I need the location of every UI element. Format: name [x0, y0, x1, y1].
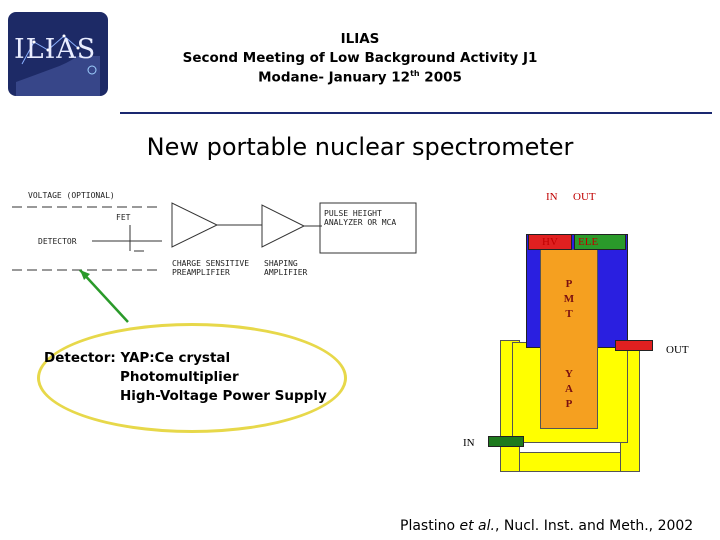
detector-line-3: High-Voltage Power Supply [120, 388, 327, 404]
ele-connector [574, 234, 626, 250]
schematic-label-pha: PULSE HEIGHT ANALYZER OR MCA [324, 209, 397, 227]
pmt-letter: P [565, 278, 573, 290]
in-top-label: IN [546, 191, 558, 203]
yap-label: Y A P [559, 367, 579, 412]
citation: Plastino et al., Nucl. Inst. and Meth., … [400, 518, 693, 534]
header-date: Modane- January 12 [258, 69, 411, 86]
citation-rest: , Nucl. Inst. and Meth., 2002 [494, 518, 694, 534]
schematic-label-shaping: SHAPING AMPLIFIER [264, 259, 308, 277]
yap-letter: Y [565, 368, 573, 380]
schematic-label-detector: DETECTOR [38, 237, 77, 246]
block-schematic: VOLTAGE (OPTIONAL) FET DETECTOR CHARGE S… [12, 185, 422, 280]
ele-label: ELE [578, 236, 599, 248]
schematic-label-fet: FET [116, 213, 131, 222]
detector-line-1: Detector: YAP:Ce crystal [44, 350, 231, 366]
header-line-3: Modane- January 12th 2005 [140, 69, 580, 86]
out-connector [615, 340, 653, 351]
header-date-sup: th [410, 69, 420, 78]
pmt-label: P M T [559, 277, 579, 322]
yap-letter: P [565, 398, 573, 410]
out-right-label: OUT [666, 344, 689, 356]
schematic-label-optional: VOLTAGE (OPTIONAL) [28, 191, 115, 200]
schematic-lines [12, 202, 417, 271]
pmt-letter: T [565, 308, 573, 320]
out-top-label: OUT [573, 191, 596, 203]
header-year: 2005 [419, 69, 462, 86]
logo-graphic [16, 34, 100, 96]
detector-highlight-ellipse [37, 323, 347, 433]
outer-frame-base [500, 452, 640, 472]
header-line-1: ILIAS [340, 31, 380, 47]
detector-line-2: Photomultiplier [120, 369, 239, 385]
yap-letter: A [565, 383, 573, 395]
slide-title: New portable nuclear spectrometer [146, 133, 574, 161]
citation-author: Plastino [400, 518, 460, 534]
in-connector [488, 436, 524, 447]
ilias-logo: ILIAS [8, 12, 108, 96]
in-bottom-label: IN [463, 437, 475, 449]
logo-text: ILIAS [14, 34, 97, 65]
hv-label: HV [542, 236, 558, 248]
schematic-label-preamp: CHARGE SENSITIVE PREAMPLIFIER [172, 259, 250, 277]
hv-connector [528, 234, 572, 250]
citation-etal: et al. [459, 518, 495, 534]
header-line-2: Second Meeting of Low Background Activit… [182, 50, 538, 66]
header-divider [120, 112, 712, 114]
pmt-letter: M [563, 293, 575, 305]
